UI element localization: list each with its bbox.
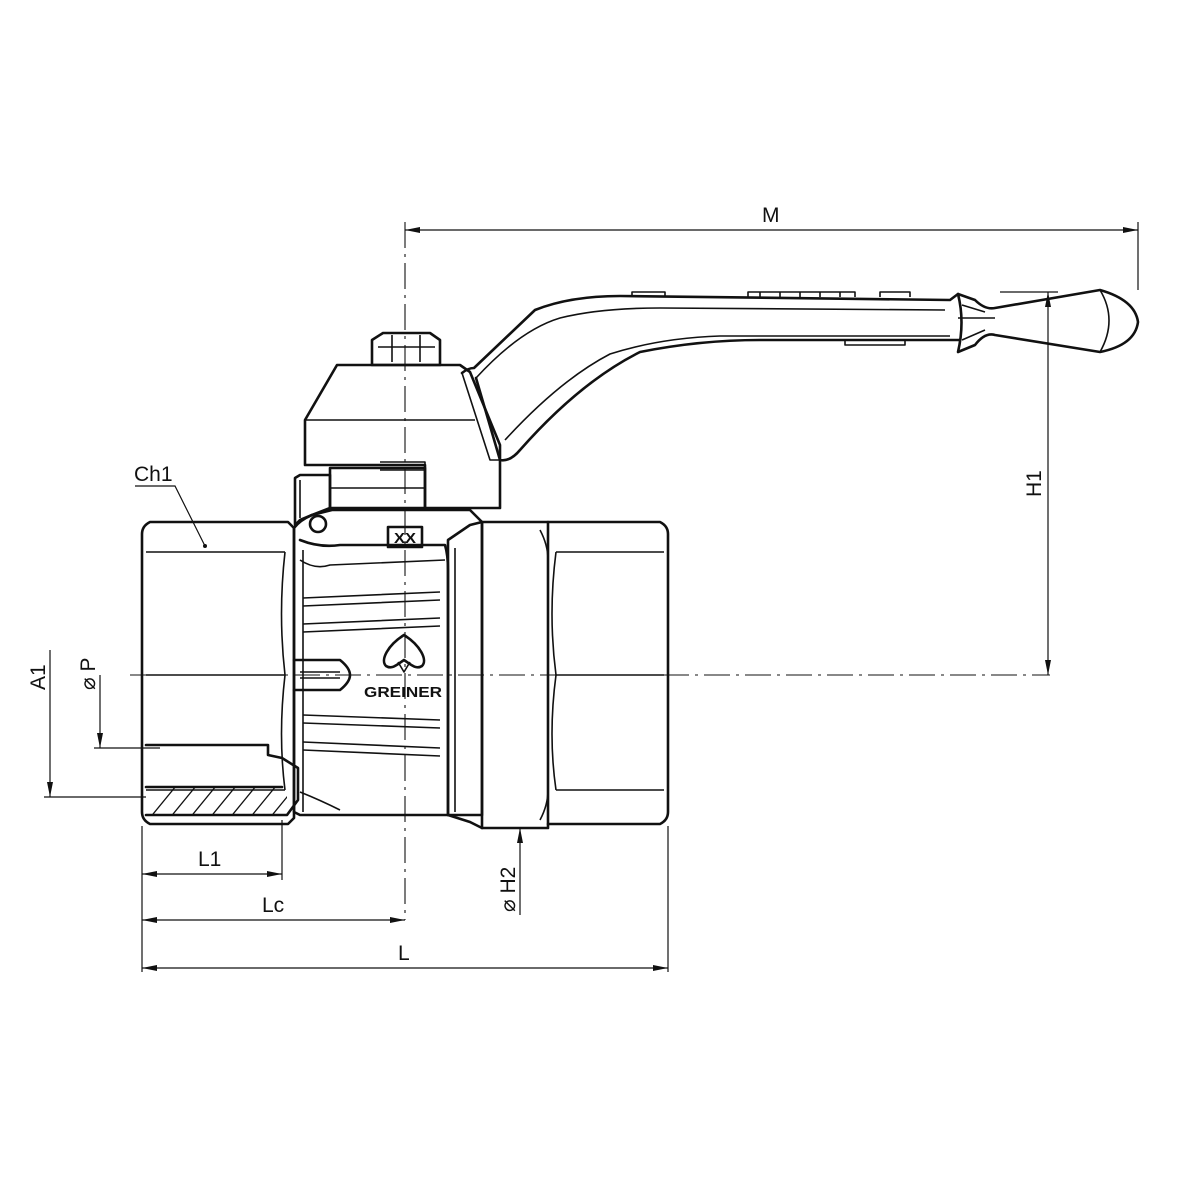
lever-grip (956, 288, 1140, 354)
section-hatch (146, 787, 287, 815)
dim-L-label: L (398, 942, 410, 965)
stem-assembly (293, 331, 502, 534)
union-ring (446, 520, 550, 830)
dim-M-label: M (762, 204, 780, 227)
dim-H1-label: H1 (1023, 470, 1046, 497)
left-hex-end (140, 520, 300, 826)
valve-body: GREINER XX (292, 508, 484, 817)
lever-handle (460, 288, 1140, 462)
dim-L1-label: L1 (198, 848, 221, 871)
body-stamp: XX (394, 530, 416, 547)
stem-nut (370, 331, 442, 367)
dim-A1-label: A1 (27, 664, 50, 690)
right-hex-end (546, 520, 670, 826)
dim-Ch1-label: Ch1 (134, 463, 173, 486)
dim-P-label: ⌀ P (77, 658, 100, 690)
dim-Lc-label: Lc (262, 894, 284, 917)
brand-text: GREINER (364, 684, 442, 701)
dimensions: M H1 Ch1 A1 ⌀ P L1 Lc (27, 204, 1139, 972)
dim-H2-label: ⌀ H2 (497, 867, 520, 912)
greiner-logo (382, 633, 426, 669)
